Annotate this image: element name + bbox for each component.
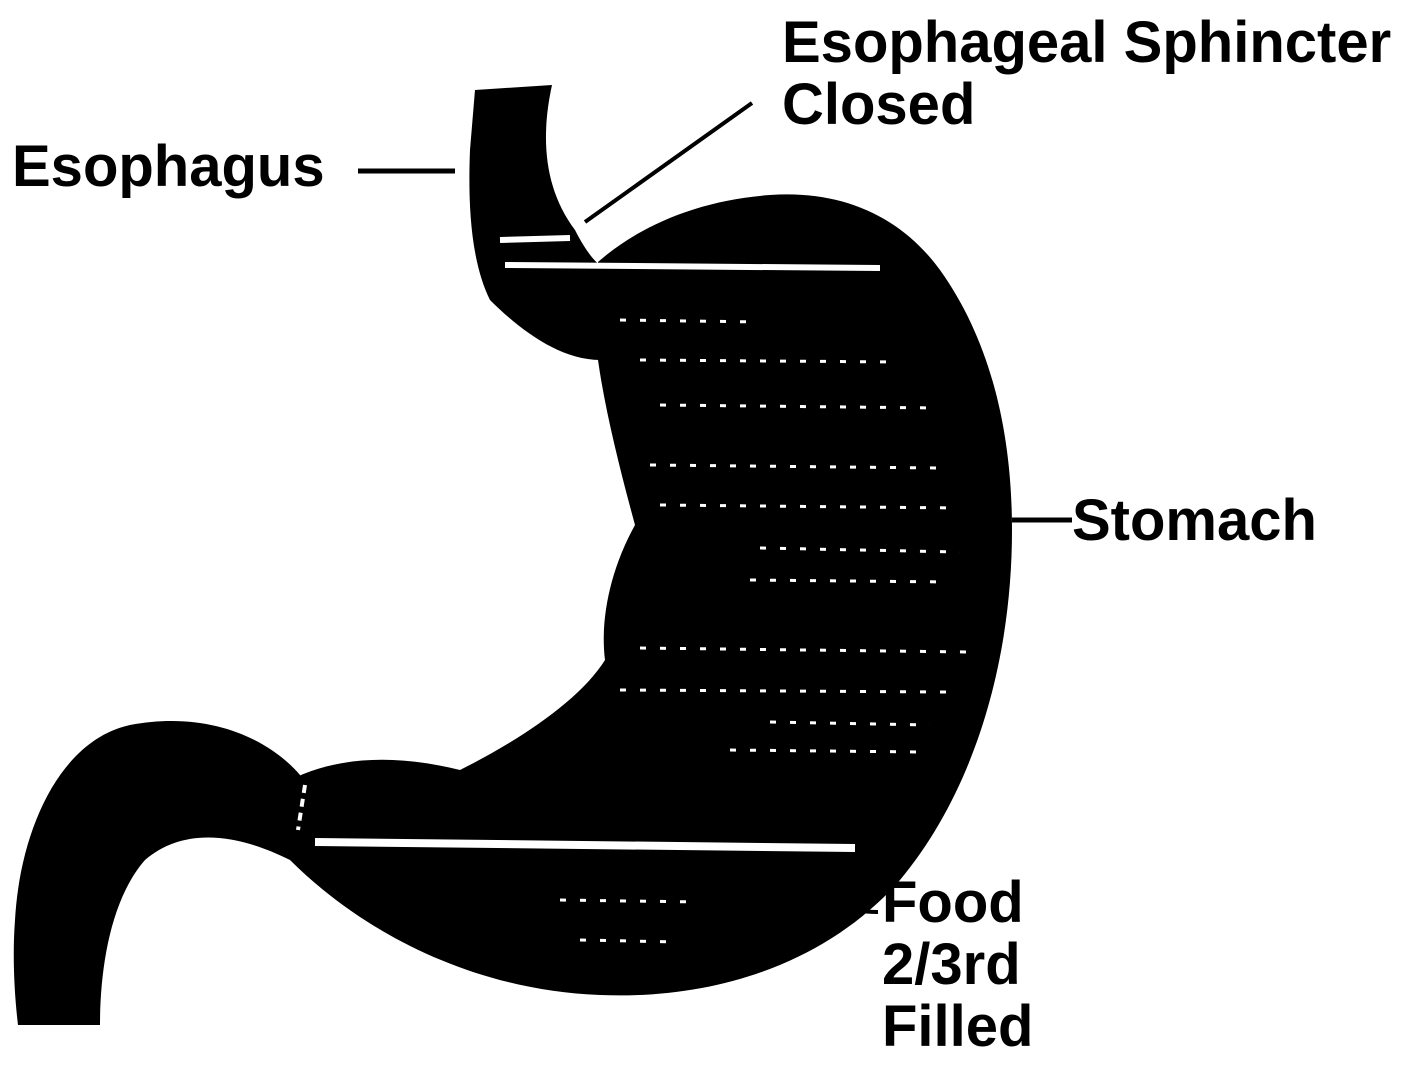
stomach-label: Stomach — [1072, 490, 1317, 552]
sphincter-label-line1: Esophageal Sphincter — [782, 12, 1391, 74]
food-line-top — [505, 265, 880, 268]
food-label-line1: Food — [882, 872, 1033, 934]
sphincter-label-line2: Closed — [782, 74, 1391, 136]
food-label: Food 2/3rd Filled — [882, 872, 1033, 1058]
food-label-line2: 2/3rd — [882, 934, 1033, 996]
sphincter-label: Esophageal Sphincter Closed — [782, 12, 1391, 136]
esophagus-label: Esophagus — [12, 136, 325, 198]
esophagus-label-text: Esophagus — [12, 136, 325, 198]
stomach-label-text: Stomach — [1072, 490, 1317, 552]
food-line-top-esophagus — [500, 238, 570, 240]
food-label-line3: Filled — [882, 996, 1033, 1058]
duodenum-shape — [14, 721, 300, 1025]
esophagus-shape — [469, 85, 600, 360]
